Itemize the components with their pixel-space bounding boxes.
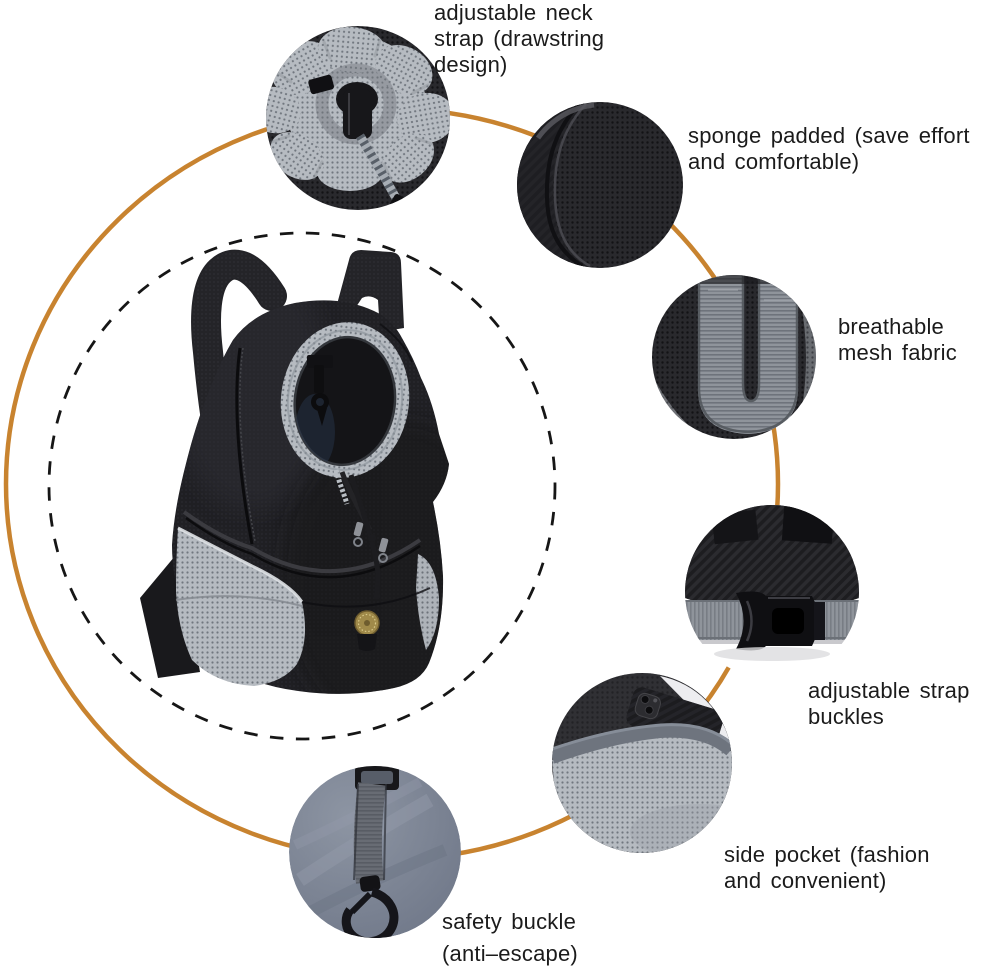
right-mesh-sliver [416, 554, 439, 650]
dashed-circle [47, 231, 557, 741]
callout-label-neck-strap: adjustable neck strap (drawstring design… [434, 0, 605, 77]
backpack-photo [140, 249, 449, 694]
detail-photo-sponge-padding [517, 102, 683, 268]
detail-photo-strap-buckle [685, 505, 859, 679]
detail-photo-mesh-fabric [652, 275, 816, 439]
zipper-pulls [353, 521, 389, 563]
detail-photo-neck-strap [266, 26, 450, 210]
callout-label-breathable-mesh: breathable mesh fabric [838, 314, 957, 365]
callout-label-sponge-padded: sponge padded (save effort and comfortab… [688, 123, 970, 174]
side-mesh-panel [176, 528, 306, 686]
detail-photo-side-pocket [552, 673, 732, 853]
callout-label-side-pocket: side pocket (fashion and convenient) [724, 842, 930, 893]
detail-photo-safety-buckle [289, 766, 461, 938]
brass-button [354, 610, 380, 651]
callout-label-strap-buckles: adjustable strap buckles [808, 678, 970, 729]
callout-label-safety-buckle: safety buckle (anti–escape) [442, 909, 578, 966]
inner-leash-clip [307, 355, 333, 426]
